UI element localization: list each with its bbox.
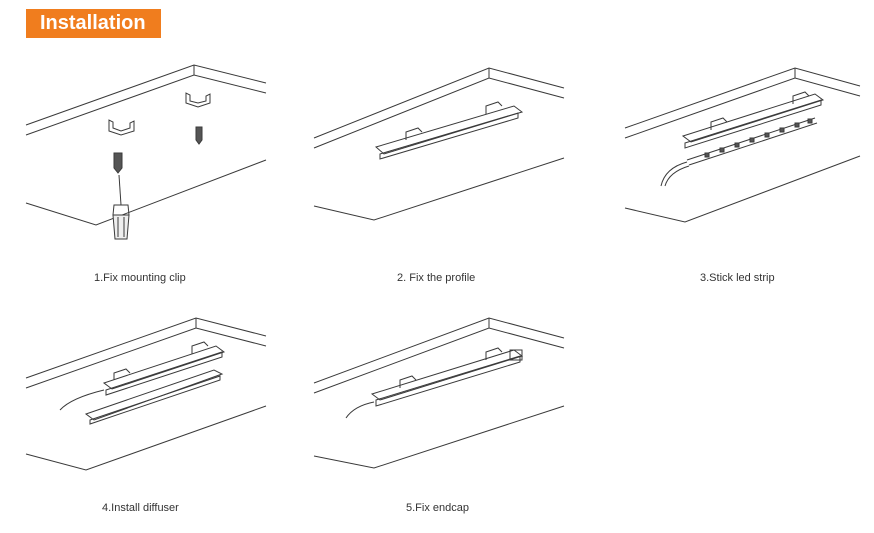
diffuser-drawing [25, 317, 267, 471]
step-3-caption: 3.Stick led strip [700, 272, 775, 284]
section-title: Installation [26, 9, 161, 38]
step-4-illustration [25, 317, 267, 471]
endcap-drawing [313, 317, 565, 469]
step-1-illustration [25, 64, 267, 265]
step-2-illustration [313, 67, 565, 228]
ceiling-clip-drawing [25, 64, 267, 240]
led-chips [704, 118, 813, 158]
step-1-caption: 1.Fix mounting clip [94, 272, 186, 284]
step-4-caption: 4.Install diffuser [102, 502, 179, 514]
step-5-illustration [313, 317, 565, 469]
step-2-caption: 2. Fix the profile [397, 272, 476, 284]
step-3-illustration [624, 67, 861, 228]
step-5-caption: 5.Fix endcap [406, 502, 469, 514]
profile-drawing [313, 67, 565, 221]
led-strip-drawing [624, 67, 861, 223]
